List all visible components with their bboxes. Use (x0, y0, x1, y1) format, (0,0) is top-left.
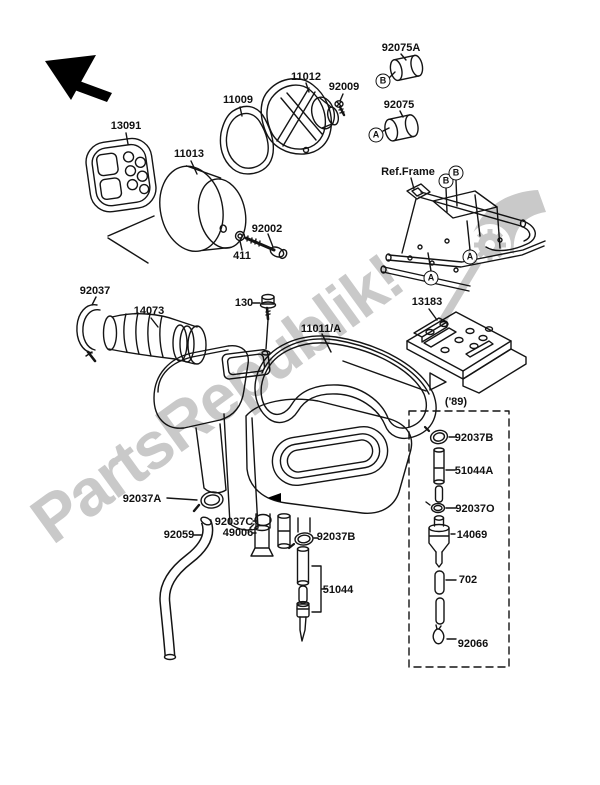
part-label-11013: 11013 (174, 148, 204, 160)
part-label-49006: 49006 (222, 527, 254, 539)
part-label-92037o: 92037O (455, 503, 495, 515)
year-89-dashed-box (408, 410, 510, 668)
part-label-13091: 13091 (110, 120, 142, 132)
tube-51044-drawing (296, 546, 310, 642)
callout-a-frame-2: A (423, 270, 439, 286)
air-cleaner-housing-drawing (153, 335, 437, 531)
box-plug-92066-drawing (432, 624, 445, 645)
element-holder-13091-drawing (85, 137, 157, 213)
bushing-92075a-drawing (389, 54, 424, 82)
assembly-arrow-icon (267, 493, 281, 502)
part-label-11009: 11009 (223, 94, 253, 106)
ref-frame-drawing (380, 183, 546, 292)
part-label-51044a: 51044A (454, 465, 494, 477)
part-label-411: 411 (233, 250, 251, 262)
bolt-92002-drawing (244, 235, 288, 260)
part-label-92002: 92002 (251, 223, 283, 235)
part-label-92066: 92066 (457, 638, 489, 650)
part-label-11012: 11012 (291, 71, 321, 83)
bushing-92075-drawing (384, 114, 419, 142)
cover-11012-drawing (260, 78, 340, 155)
direction-arrow-icon (45, 55, 112, 102)
callout-a-frame-1: A (462, 249, 478, 265)
part-label-51044: 51044 (322, 584, 354, 596)
box-clamp-92037o-drawing (425, 501, 446, 514)
screw-92009-drawing (334, 100, 346, 117)
part-label-92037a: 92037A (122, 493, 162, 505)
part-label-92009: 92009 (328, 81, 360, 93)
callout-b-92075a: B (375, 73, 391, 89)
hose-92059-drawing (159, 516, 214, 661)
box-clamp-92037b-drawing (423, 425, 449, 445)
part-label-92037: 92037 (79, 285, 111, 297)
drain-ports-drawing (249, 513, 311, 557)
clamp-92037b-left-drawing (294, 532, 314, 546)
year-89-label: ('89) (444, 396, 468, 408)
bolt-130-drawing (259, 293, 277, 321)
air-filter-element-11013-drawing (159, 165, 247, 253)
part-label-14073: 14073 (133, 305, 165, 317)
part-label-92037b-box: 92037B (454, 432, 494, 444)
box-tube-51044a-drawing (433, 447, 445, 503)
part-label-92037c: 92037C (214, 516, 254, 528)
part-label-11011a: 11011/A (300, 323, 342, 335)
part-label-92059: 92059 (163, 529, 195, 541)
chevron-leader-lines (107, 215, 155, 264)
ref-frame-label: Ref.Frame (381, 166, 435, 178)
box-tube-702-drawing (434, 570, 445, 625)
part-label-92037b-left: 92037B (316, 531, 356, 543)
part-label-13183: 13183 (411, 296, 443, 308)
duct-14073-drawing (102, 312, 207, 365)
gasket-11009-drawing (219, 105, 275, 175)
callout-a-92075: A (368, 127, 384, 143)
part-label-702: 702 (458, 574, 478, 586)
part-label-14069: 14069 (456, 529, 488, 541)
clamp-92037-drawing (76, 304, 101, 363)
callout-b-frame-2: B (448, 165, 464, 181)
part-label-92075a: 92075A (381, 42, 421, 54)
clamp-92037a-drawing (200, 491, 224, 509)
part-label-130: 130 (234, 297, 254, 309)
part-label-92075: 92075 (383, 99, 415, 111)
box-valve-14069-drawing (428, 515, 450, 568)
